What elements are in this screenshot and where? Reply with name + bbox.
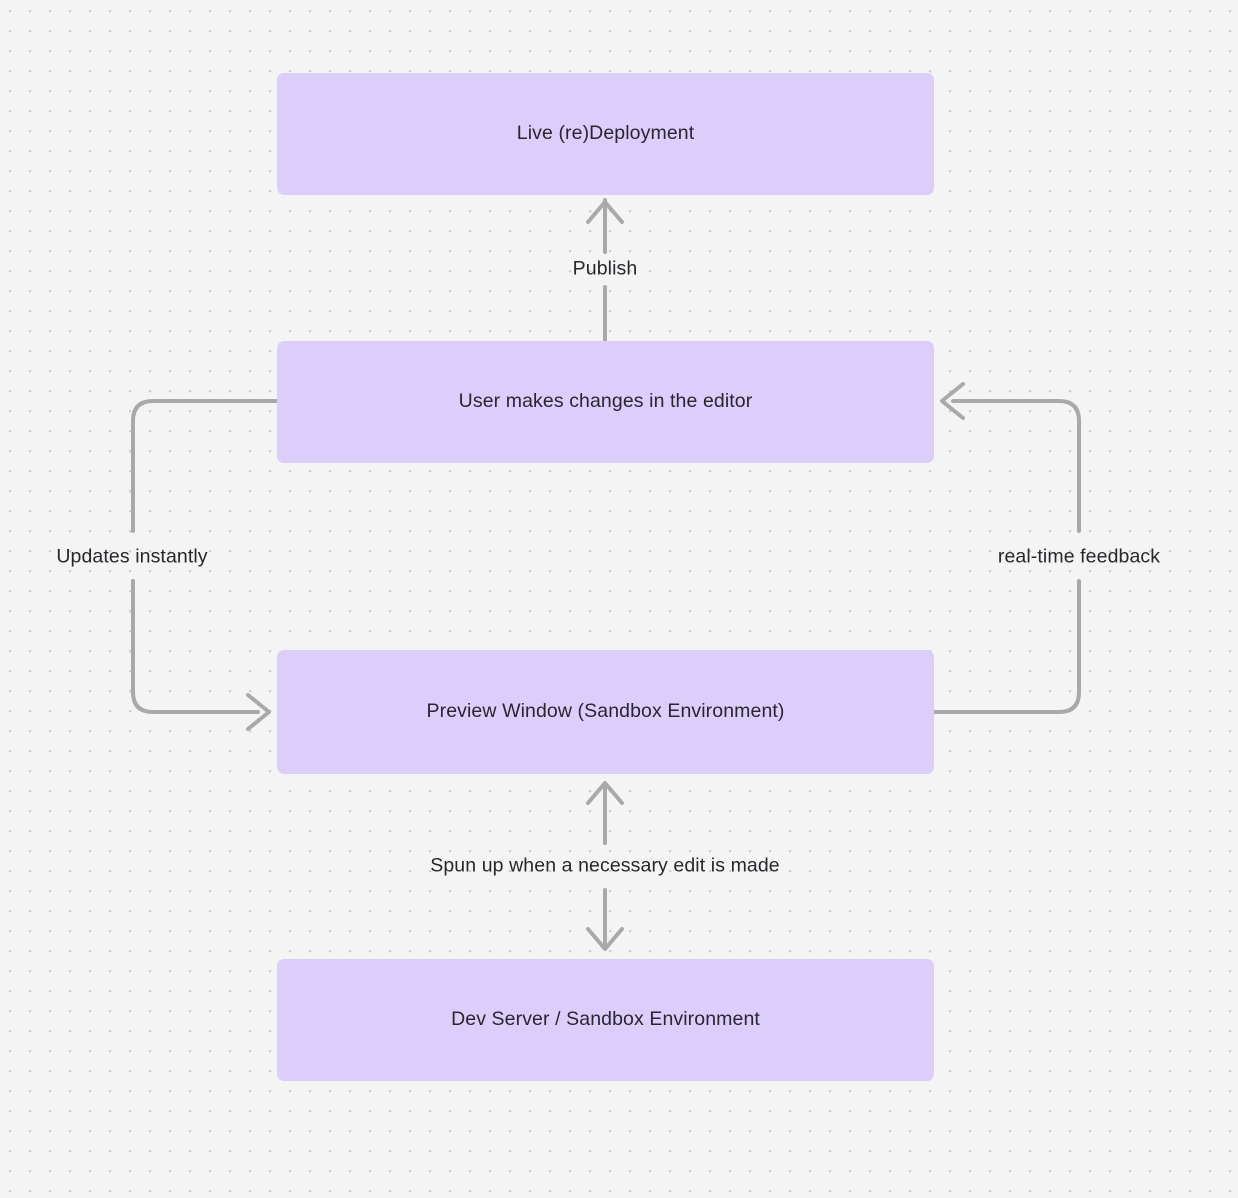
edge-label-real-time-feedback: real-time feedback <box>997 545 1161 568</box>
node-label: Dev Server / Sandbox Environment <box>451 1008 760 1031</box>
node-live-deployment[interactable]: Live (re)Deployment <box>277 73 934 195</box>
node-dev-server[interactable]: Dev Server / Sandbox Environment <box>277 959 934 1081</box>
node-preview-window[interactable]: Preview Window (Sandbox Environment) <box>277 650 934 774</box>
edge-label-updates-instantly: Updates instantly <box>56 545 208 568</box>
node-label: Preview Window (Sandbox Environment) <box>426 700 785 723</box>
node-label: Live (re)Deployment <box>516 122 695 145</box>
node-user-edits[interactable]: User makes changes in the editor <box>277 341 934 463</box>
node-label: User makes changes in the editor <box>458 390 753 413</box>
edge-label-spun-up: Spun up when a necessary edit is made <box>430 854 780 877</box>
edge-label-publish: Publish <box>572 257 638 280</box>
